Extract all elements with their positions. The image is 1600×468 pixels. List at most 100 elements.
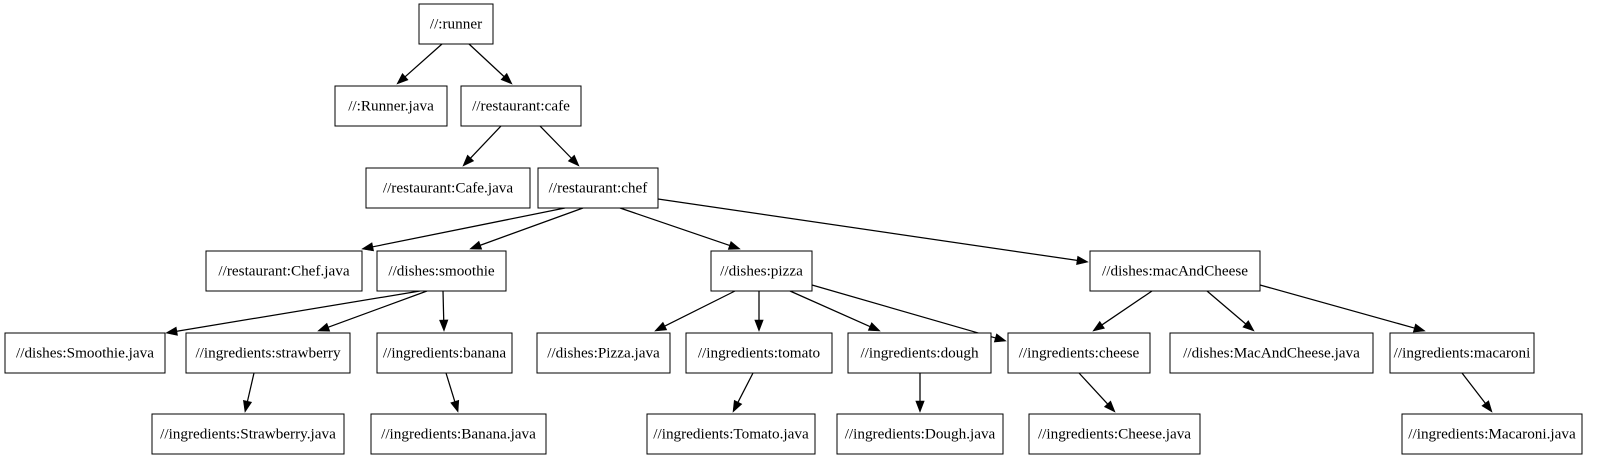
edge-arrowhead-icon — [450, 399, 460, 413]
graph-edge — [361, 207, 566, 252]
node-box[interactable] — [1401, 413, 1583, 455]
node-label: //ingredients:macaroni — [1394, 344, 1531, 361]
node-box[interactable] — [1028, 413, 1201, 455]
edge-line — [176, 290, 421, 332]
graph-node-dishes_pizza[interactable]: //dishes:pizza — [710, 250, 813, 292]
graph-edge — [915, 373, 925, 413]
edge-arrowhead-icon — [654, 321, 668, 332]
node-label: //restaurant:cafe — [472, 97, 570, 114]
node-box[interactable] — [847, 332, 992, 374]
graph-edge — [439, 290, 449, 332]
node-box[interactable] — [376, 332, 513, 374]
graph-edge — [462, 125, 502, 167]
node-box[interactable] — [365, 167, 531, 209]
edge-arrowhead-icon — [500, 72, 513, 85]
graph-node-runner[interactable]: //:runner — [418, 3, 494, 45]
node-label: //ingredients:cheese — [1019, 344, 1140, 361]
edge-line — [246, 372, 255, 402]
graph-node-ing_strawberry_java[interactable]: //ingredients:Strawberry.java — [151, 413, 345, 455]
node-label: //ingredients:Dough.java — [845, 425, 996, 442]
node-box[interactable] — [685, 332, 833, 374]
graph-node-restaurant_chef_java[interactable]: //restaurant:Chef.java — [205, 250, 363, 292]
edge-line — [470, 125, 502, 159]
edge-arrowhead-icon — [754, 319, 764, 332]
node-label: //ingredients:strawberry — [195, 344, 340, 361]
node-box[interactable] — [418, 3, 494, 45]
edge-line — [328, 290, 428, 328]
edge-arrowhead-icon — [243, 399, 253, 413]
graph-node-dishes_pizza_java[interactable]: //dishes:Pizza.java — [536, 332, 671, 374]
node-box[interactable] — [376, 250, 507, 292]
node-box[interactable] — [1169, 332, 1374, 374]
edge-arrowhead-icon — [732, 399, 743, 413]
node-box[interactable] — [460, 85, 582, 127]
graph-node-dishes_mac_java[interactable]: //dishes:MacAndCheese.java — [1169, 332, 1374, 374]
node-box[interactable] — [536, 332, 671, 374]
node-box[interactable] — [1389, 332, 1535, 374]
graph-node-ing_tomato[interactable]: //ingredients:tomato — [685, 332, 833, 374]
graph-edge — [396, 43, 443, 85]
node-label: //ingredients:tomato — [698, 344, 821, 361]
graph-node-ing_strawberry[interactable]: //ingredients:strawberry — [185, 332, 351, 374]
edge-line — [480, 207, 584, 246]
node-box[interactable] — [710, 250, 813, 292]
edge-line — [539, 125, 572, 159]
node-box[interactable] — [537, 167, 659, 209]
graph-edge — [657, 198, 1089, 265]
graph-node-restaurant_chef[interactable]: //restaurant:chef — [537, 167, 659, 209]
node-box[interactable] — [370, 413, 547, 455]
graph-node-ing_cheese[interactable]: //ingredients:cheese — [1007, 332, 1151, 374]
edge-arrowhead-icon — [567, 154, 580, 167]
edge-arrowhead-icon — [165, 326, 178, 336]
edge-line — [1461, 372, 1486, 404]
edge-arrowhead-icon — [1242, 320, 1255, 332]
edge-line — [737, 372, 754, 403]
node-box[interactable] — [4, 332, 166, 374]
graph-node-dishes_macandcheese[interactable]: //dishes:macAndCheese — [1089, 250, 1261, 292]
node-label: //ingredients:Tomato.java — [653, 425, 809, 442]
graph-node-runner_java[interactable]: //:Runner.java — [334, 85, 448, 127]
node-label: //ingredients:Banana.java — [381, 425, 536, 442]
edge-line — [1078, 372, 1108, 405]
graph-node-ing_cheese_java[interactable]: //ingredients:Cheese.java — [1028, 413, 1201, 455]
graph-edges-layer — [165, 43, 1493, 413]
node-label: //dishes:Smoothie.java — [16, 344, 154, 361]
edge-arrowhead-icon — [462, 154, 475, 167]
edge-line — [1101, 290, 1153, 326]
graph-node-ing_banana[interactable]: //ingredients:banana — [376, 332, 513, 374]
graph-node-dishes_smoothie_java[interactable]: //dishes:Smoothie.java — [4, 332, 166, 374]
node-box[interactable] — [646, 413, 816, 455]
edge-arrowhead-icon — [317, 322, 331, 332]
node-box[interactable] — [151, 413, 345, 455]
node-box[interactable] — [205, 250, 363, 292]
node-box[interactable] — [1007, 332, 1151, 374]
graph-node-ing_tomato_java[interactable]: //ingredients:Tomato.java — [646, 413, 816, 455]
edge-line — [657, 198, 1078, 262]
node-box[interactable] — [1089, 250, 1261, 292]
edge-line — [619, 207, 730, 247]
node-box[interactable] — [185, 332, 351, 374]
graph-node-ing_macaroni[interactable]: //ingredients:macaroni — [1389, 332, 1535, 374]
edge-arrowhead-icon — [469, 240, 483, 250]
graph-node-ing_dough_java[interactable]: //ingredients:Dough.java — [836, 413, 1004, 455]
node-label: //:runner — [430, 15, 482, 32]
graph-edge — [469, 207, 584, 250]
graph-edge — [1206, 290, 1255, 332]
node-label: //:Runner.java — [348, 97, 434, 114]
graph-node-ing_dough[interactable]: //ingredients:dough — [847, 332, 992, 374]
edge-arrowhead-icon — [915, 400, 925, 413]
edge-arrowhead-icon — [993, 333, 1007, 343]
node-box[interactable] — [334, 85, 448, 127]
graph-node-restaurant_cafe[interactable]: //restaurant:cafe — [460, 85, 582, 127]
graph-node-ing_banana_java[interactable]: //ingredients:Banana.java — [370, 413, 547, 455]
graph-node-dishes_smoothie[interactable]: //dishes:smoothie — [376, 250, 507, 292]
node-label: //dishes:pizza — [720, 262, 803, 279]
node-box[interactable] — [836, 413, 1004, 455]
node-label: //ingredients:banana — [383, 344, 506, 361]
graph-edge — [1461, 372, 1493, 413]
node-label: //restaurant:chef — [549, 179, 649, 196]
node-label: //restaurant:Chef.java — [218, 262, 349, 279]
graph-node-restaurant_cafe_java[interactable]: //restaurant:Cafe.java — [365, 167, 531, 209]
graph-node-ing_macaroni_java[interactable]: //ingredients:Macaroni.java — [1401, 413, 1583, 455]
